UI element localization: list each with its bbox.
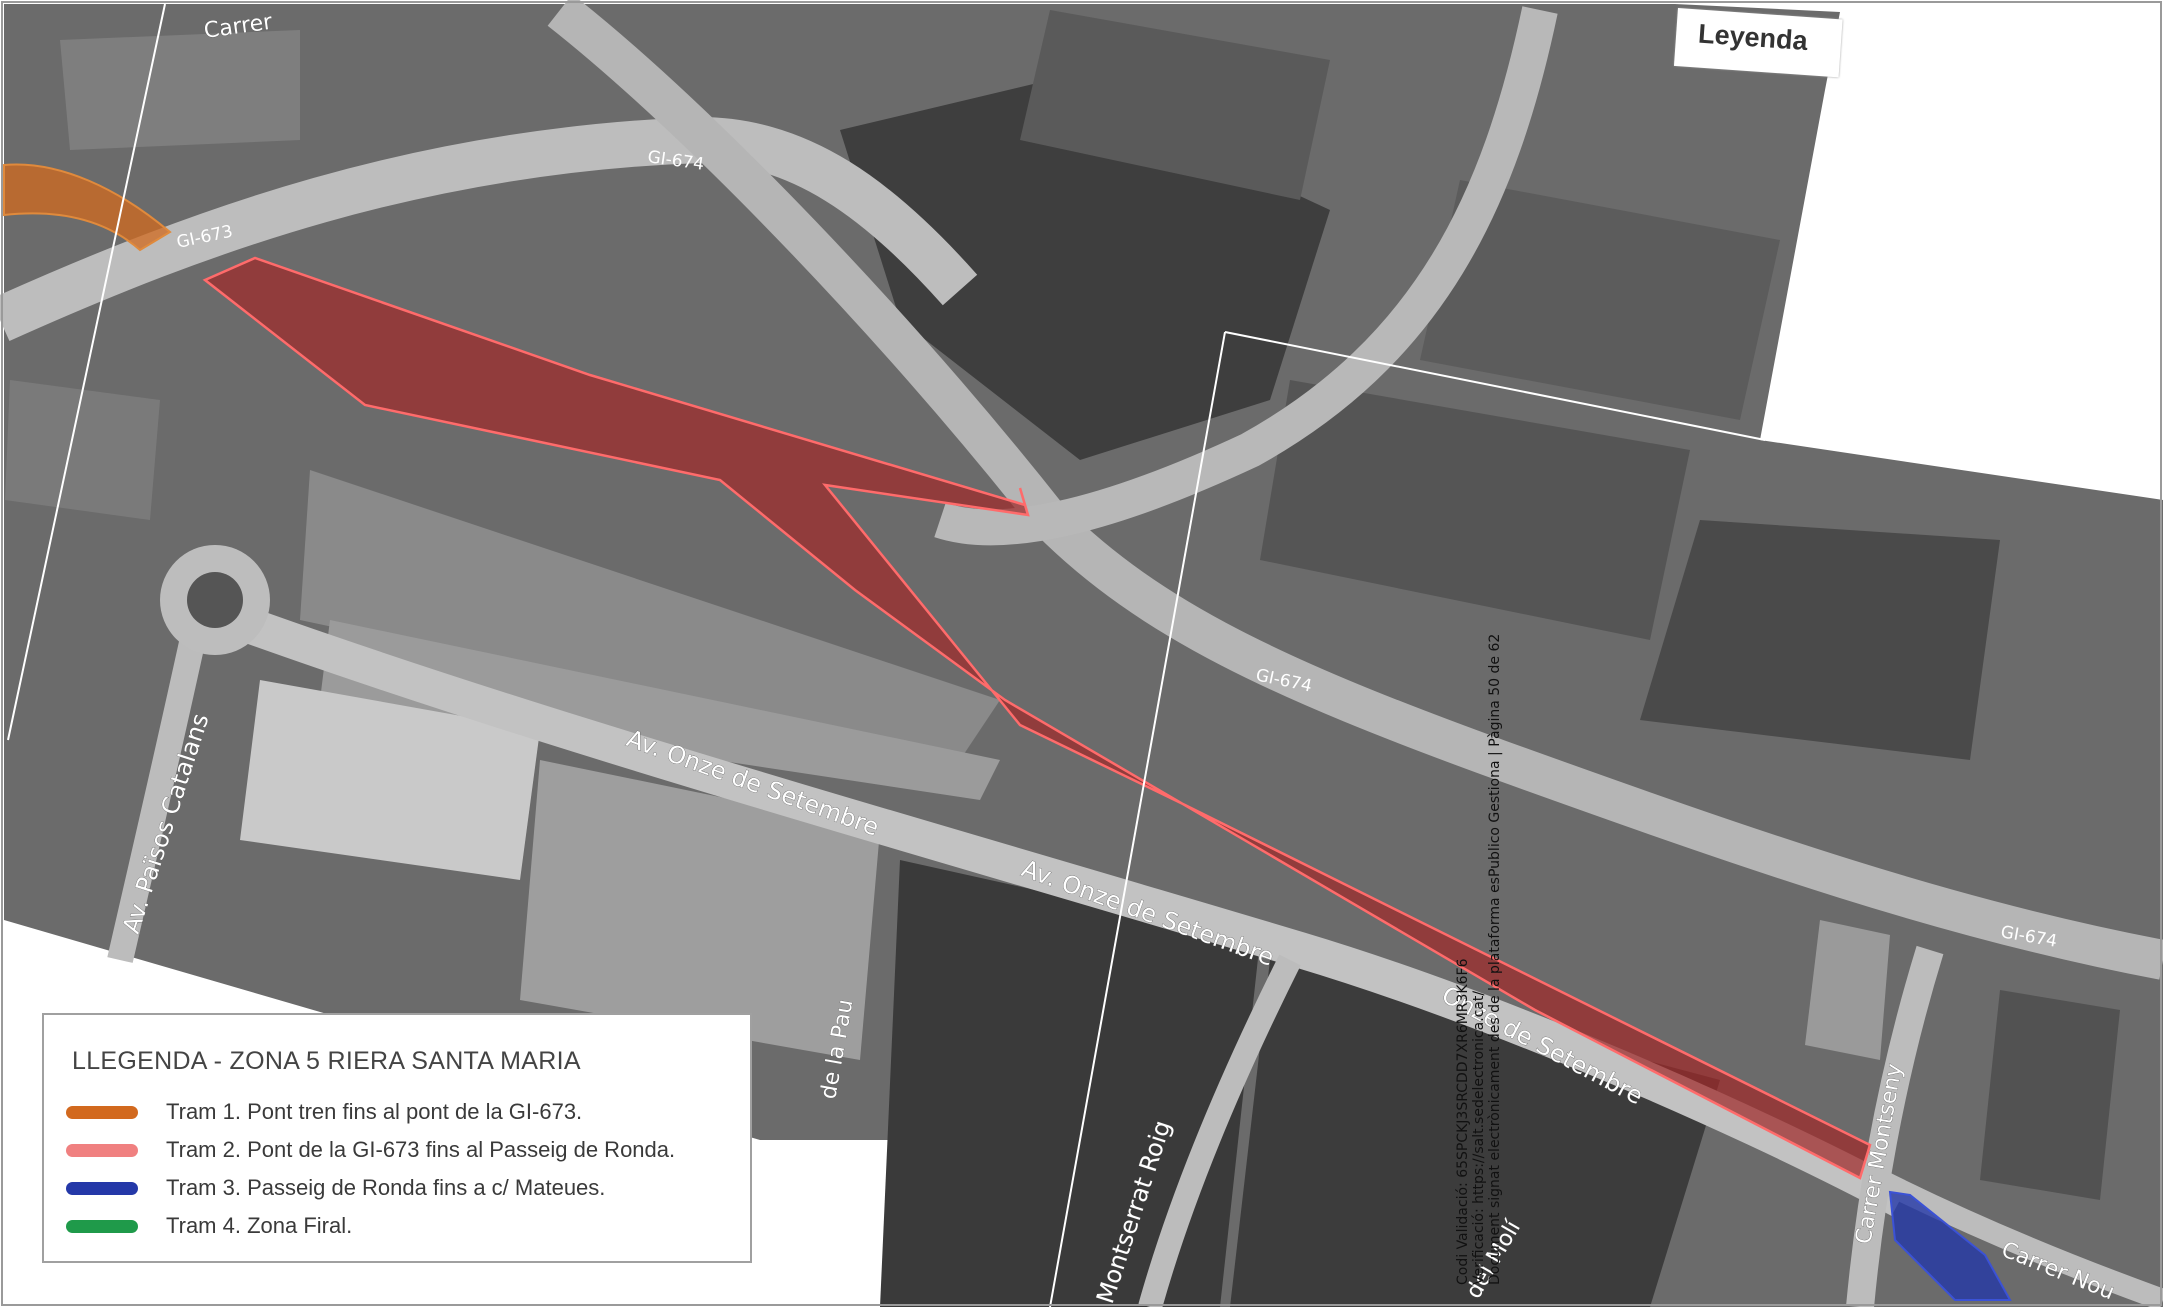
building-roof bbox=[1260, 380, 1690, 640]
building-roof bbox=[1020, 10, 1330, 200]
road-montserrat bbox=[1138, 954, 1301, 1307]
field-block bbox=[320, 620, 1000, 800]
legend-swatch-tram1 bbox=[66, 1105, 138, 1119]
building-roof bbox=[60, 30, 300, 150]
field-block bbox=[1230, 960, 1720, 1307]
field-block bbox=[300, 470, 1000, 760]
building-roof bbox=[1420, 180, 1780, 420]
road-montseny bbox=[1846, 945, 1944, 1307]
validation-signature: Document signat electrònicament des de l… bbox=[1487, 633, 1503, 1285]
legend-item-tram1: Tram 1. Pont tren fins al pont de la GI-… bbox=[66, 1097, 582, 1127]
validation-url: Verificació: https://salt.sedelectronica… bbox=[1471, 990, 1487, 1285]
field-block bbox=[880, 860, 1260, 1307]
survey-line bbox=[1049, 331, 1226, 1307]
road-onze-setembre bbox=[173, 583, 1909, 1216]
building-roof bbox=[1980, 990, 2120, 1200]
legend-title: LLEGENDA - ZONA 5 RIERA SANTA MARIA bbox=[72, 1047, 581, 1075]
overlay-legend-label: Leyenda bbox=[1697, 18, 1809, 57]
validation-code: Codi Validació: 65SPCKJ3SRCDD7XR6MR3K6F6 bbox=[1455, 958, 1471, 1285]
building-roof bbox=[1805, 920, 1890, 1060]
legend-swatch-tram3 bbox=[66, 1181, 138, 1195]
road-gi674-upper bbox=[547, 0, 2163, 980]
tram1-zone[interactable] bbox=[3, 163, 172, 252]
field-block bbox=[1640, 520, 2000, 760]
legend-item-tram4: Tram 4. Zona Firal. bbox=[66, 1211, 352, 1241]
road-nou bbox=[1875, 1170, 2163, 1307]
building-roof bbox=[240, 680, 540, 880]
legend-swatch-tram4 bbox=[66, 1219, 138, 1233]
building-roof bbox=[520, 760, 880, 1060]
legend-label-tram3: Tram 3. Passeig de Ronda fins a c/ Mateu… bbox=[166, 1175, 606, 1200]
survey-line bbox=[1224, 331, 1766, 441]
legend-item-tram3: Tram 3. Passeig de Ronda fins a c/ Mateu… bbox=[66, 1173, 605, 1203]
legend-item-tram2: Tram 2. Pont de la GI-673 fins al Passei… bbox=[66, 1135, 675, 1165]
tram2-zone[interactable] bbox=[202, 256, 1872, 1180]
tram3-zone[interactable] bbox=[1888, 1190, 2012, 1301]
legend-label-tram1: Tram 1. Pont tren fins al pont de la GI-… bbox=[166, 1099, 583, 1124]
validation-stamp: Codi Validació: 65SPCKJ3SRCDD7XR6MR3K6F6… bbox=[1455, 633, 1503, 1285]
survey-line bbox=[7, 3, 166, 741]
building-roof bbox=[5, 380, 160, 520]
legend-swatch-tram2 bbox=[66, 1143, 138, 1157]
road-gi674-right bbox=[934, 6, 1558, 546]
map-legend: LLEGENDA - ZONA 5 RIERA SANTA MARIA Tram… bbox=[42, 1013, 752, 1263]
roundabout-center bbox=[187, 572, 243, 628]
legend-label-tram2: Tram 2. Pont de la GI-673 fins al Passei… bbox=[166, 1137, 676, 1162]
road-gi673 bbox=[0, 116, 978, 341]
legend-label-tram4: Tram 4. Zona Firal. bbox=[166, 1213, 353, 1238]
overlay-legend-tab: Leyenda bbox=[1673, 8, 1843, 78]
